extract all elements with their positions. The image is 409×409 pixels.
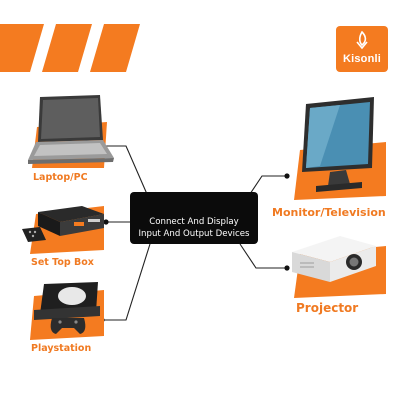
projector-icon <box>292 236 386 298</box>
set-top-box-icon <box>22 206 104 254</box>
hub-line-2: Input And Output Devices <box>138 229 250 239</box>
label-laptop-pc: Laptop/PC <box>33 172 88 183</box>
brand-logo-text: Kisonli <box>342 53 382 65</box>
label-set-top-box: Set Top Box <box>31 257 94 268</box>
label-playstation: Playstation <box>31 343 92 354</box>
laptop-icon <box>28 95 114 168</box>
top-stripes <box>0 24 140 72</box>
monitor-icon <box>294 97 386 200</box>
brand-logo: Kisonli <box>336 26 388 72</box>
brand-logo-mark-icon <box>356 31 368 50</box>
hub-line-1: Connect And Display <box>149 217 239 227</box>
label-projector: Projector <box>296 301 359 315</box>
hub-box: Connect And Display Input And Output Dev… <box>130 192 258 244</box>
label-monitor-television: Monitor/Television <box>272 206 386 219</box>
playstation-icon <box>30 282 104 340</box>
